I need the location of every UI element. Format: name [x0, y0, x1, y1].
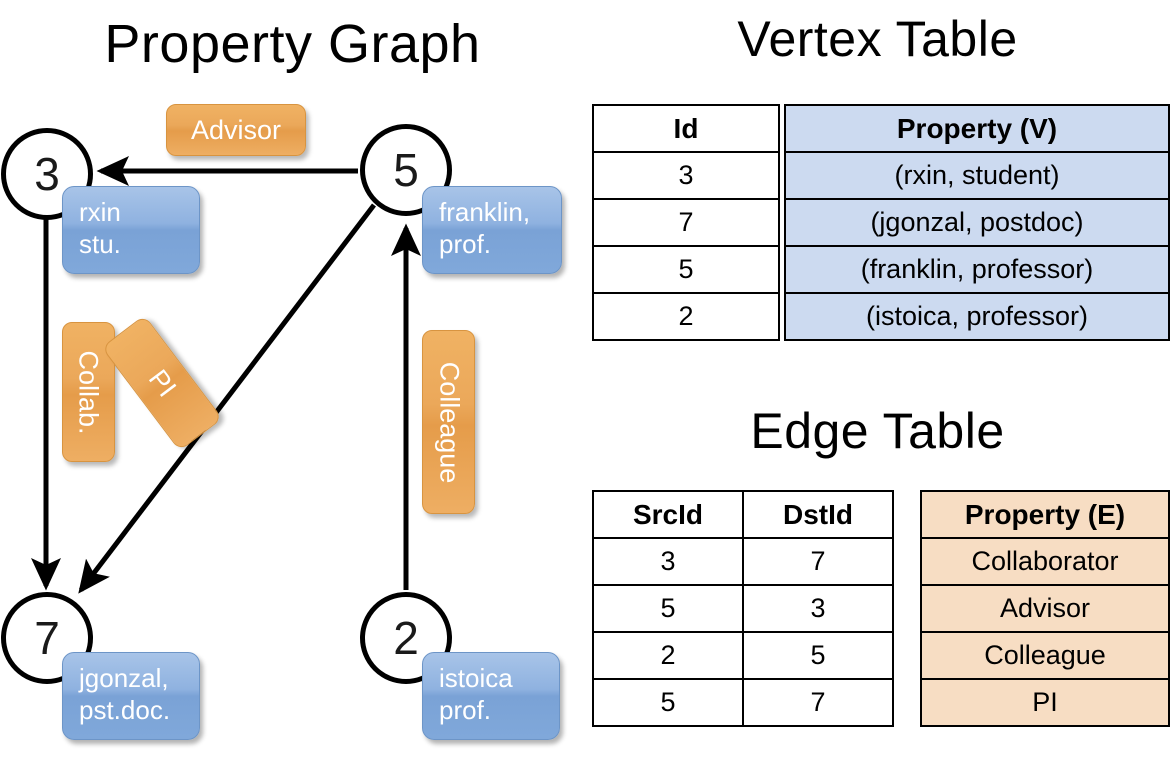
edge-table-header-dstid: DstId	[742, 490, 894, 539]
node-property-7-line2: pst.doc.	[79, 695, 171, 725]
edge-cell-srcid: 5	[592, 584, 744, 633]
edge-line-5-to-7	[78, 203, 376, 594]
table-row[interactable]: Collaborator	[920, 537, 1170, 586]
node-property-2-line2: prof.	[439, 695, 492, 725]
graph-node-2[interactable]: 2	[360, 592, 452, 684]
table-header-row: Property (E)	[920, 490, 1170, 539]
edge-label-colleague: Colleague	[422, 330, 475, 514]
vertex-cell-property: (jgonzal, postdoc)	[784, 198, 1170, 247]
node-property-box-7: jgonzal, pst.doc.	[62, 652, 200, 740]
table-row[interactable]: 2	[592, 292, 780, 341]
graph-node-2-label: 2	[393, 612, 419, 664]
node-property-box-5: franklin, prof.	[422, 186, 562, 274]
vertex-cell-id: 5	[592, 245, 780, 294]
node-property-7-line1: jgonzal,	[79, 663, 169, 693]
vertex-cell-id: 7	[592, 198, 780, 247]
edge-label-advisor: Advisor	[166, 104, 306, 156]
edge-cell-property: Colleague	[920, 631, 1170, 680]
node-property-box-3: rxin stu.	[62, 186, 200, 274]
edge-table-id-columns: SrcId DstId 3 7 5 3 2 5 5 7	[592, 490, 894, 727]
edge-table-header-srcid: SrcId	[592, 490, 744, 539]
table-row[interactable]: (rxin, student)	[784, 151, 1170, 200]
edge-cell-srcid: 2	[592, 631, 744, 680]
table-row[interactable]: (istoica, professor)	[784, 292, 1170, 341]
edge-cell-dstid: 3	[742, 584, 894, 633]
node-property-box-2: istoica prof.	[422, 652, 560, 740]
table-row[interactable]: 5	[592, 245, 780, 294]
table-row[interactable]: 7	[592, 198, 780, 247]
table-row[interactable]: (jgonzal, postdoc)	[784, 198, 1170, 247]
page-title-edge-table: Edge Table	[750, 403, 1005, 459]
node-property-2-line1: istoica	[439, 663, 513, 693]
vertex-table-id-column: Id 3 7 5 2	[592, 104, 780, 341]
edge-cell-property: Collaborator	[920, 537, 1170, 586]
table-row[interactable]: 2 5	[592, 631, 894, 680]
edge-label-advisor-text: Advisor	[190, 114, 282, 145]
graph-node-5[interactable]: 5	[360, 124, 452, 216]
graph-node-5-label: 5	[393, 144, 419, 196]
graph-node-7-label: 7	[34, 612, 60, 664]
vertex-cell-property: (franklin, professor)	[784, 245, 1170, 294]
vertex-table-header-property: Property (V)	[784, 104, 1170, 153]
edge-cell-srcid: 5	[592, 678, 744, 727]
property-graph-diagram: 3 5 7 2 rxin stu. franklin, prof. jgonza…	[1, 104, 562, 740]
edge-cell-dstid: 7	[742, 678, 894, 727]
table-row[interactable]: 5 7	[592, 678, 894, 727]
table-header-row: SrcId DstId	[592, 490, 894, 539]
edge-table-property-column: Property (E) Collaborator Advisor Collea…	[920, 490, 1170, 727]
edge-table-header-property: Property (E)	[920, 490, 1170, 539]
table-header-row: Property (V)	[784, 104, 1170, 153]
page-title-property-graph: Property Graph	[104, 14, 481, 74]
vertex-cell-property: (istoica, professor)	[784, 292, 1170, 341]
node-property-3-line1: rxin	[79, 197, 121, 227]
vertex-cell-id: 3	[592, 151, 780, 200]
table-row[interactable]: 3 7	[592, 537, 894, 586]
vertex-table-header-id: Id	[592, 104, 780, 153]
table-row[interactable]: 3	[592, 151, 780, 200]
edge-cell-srcid: 3	[592, 537, 744, 586]
vertex-cell-property: (rxin, student)	[784, 151, 1170, 200]
edge-cell-dstid: 7	[742, 537, 894, 586]
edge-cell-property: PI	[920, 678, 1170, 727]
node-property-5-line2: prof.	[439, 229, 492, 259]
table-row[interactable]: (franklin, professor)	[784, 245, 1170, 294]
edge-label-pi-text: PI	[142, 363, 183, 402]
edge-label-collab-text: Collab.	[74, 349, 105, 435]
page-title-vertex-table: Vertex Table	[737, 11, 1018, 67]
table-row[interactable]: Colleague	[920, 631, 1170, 680]
edge-label-colleague-text: Colleague	[434, 361, 464, 483]
table-row[interactable]: PI	[920, 678, 1170, 727]
graph-edge-lines	[31, 156, 421, 594]
table-row[interactable]: 5 3	[592, 584, 894, 633]
node-property-5-line1: franklin,	[439, 197, 531, 227]
table-header-row: Id	[592, 104, 780, 153]
edge-cell-dstid: 5	[742, 631, 894, 680]
edge-cell-property: Advisor	[920, 584, 1170, 633]
table-row[interactable]: Advisor	[920, 584, 1170, 633]
vertex-table-property-column: Property (V) (rxin, student) (jgonzal, p…	[784, 104, 1170, 341]
node-property-3-line2: stu.	[79, 229, 121, 259]
graph-node-3-label: 3	[34, 148, 60, 200]
vertex-cell-id: 2	[592, 292, 780, 341]
